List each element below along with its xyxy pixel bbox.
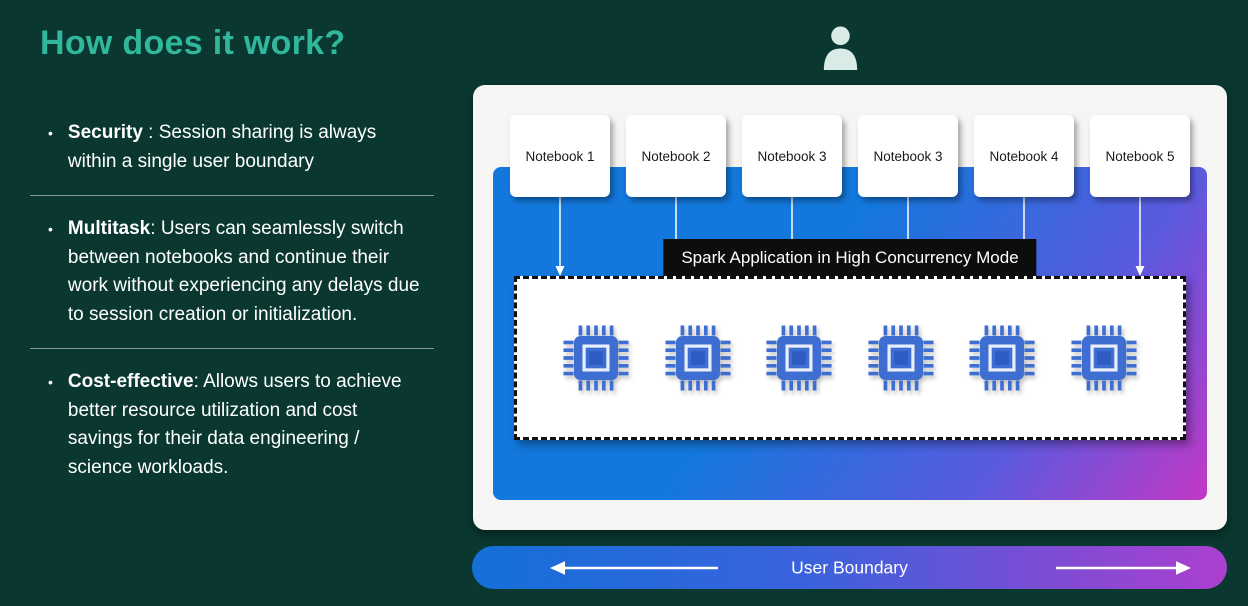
user-boundary-label: User Boundary [791,557,908,577]
diagram-container: Notebook 1 Notebook 2 Notebook 3 Noteboo… [473,85,1227,530]
arrow-right-icon [1056,560,1191,575]
bullet-keyword: Cost-effective [67,371,194,392]
notebook-card: Notebook 1 [510,115,610,197]
bullet-rest: : Allows users to achieve better resourc… [67,371,402,478]
arrow-down-icon [555,197,565,276]
bullet-list: • Security : Session sharing is always w… [30,117,434,488]
notebook-card: Notebook 4 [974,115,1074,197]
bullet-keyword: Multitask [67,218,151,239]
cpu-chip-icon [563,325,629,391]
notebook-card: Notebook 5 [1090,115,1190,197]
cpu-chip-icon [766,325,832,391]
divider [30,348,434,349]
session-box [514,276,1186,440]
cpu-chip-icon [665,325,731,391]
bullet-item: • Multitask: Users can seamlessly switch… [30,213,434,335]
notebook-card: Notebook 2 [626,115,726,197]
bullet-item: • Cost-effective: Allows users to achiev… [30,366,434,488]
bullet-rest: : Session sharing is always within a sin… [67,122,377,172]
notebook-row: Notebook 1 Notebook 2 Notebook 3 Noteboo… [510,115,1190,197]
arrow-left-icon [550,560,718,575]
bullet-marker: • [48,125,53,141]
cpu-chip-icon [1071,325,1137,391]
bullet-text: Cost-effective: Allows users to achieve … [68,368,420,482]
cpu-chip-icon [969,325,1035,391]
bullet-rest: : Users can seamlessly switch between no… [67,218,420,325]
notebook-card: Notebook 3 [858,115,958,197]
notebook-card: Notebook 3 [742,115,842,197]
cpu-chip-icon [868,325,934,391]
left-panel: How does it work? • Security : Session s… [30,24,434,488]
page-title: How does it work? [40,24,346,62]
user-boundary-bar: User Boundary [472,546,1227,589]
user-icon [823,26,858,71]
bullet-marker: • [48,374,53,390]
bullet-item: • Security : Session sharing is always w… [30,117,434,182]
diagram-panel: Notebook 1 Notebook 2 Notebook 3 Noteboo… [472,0,1228,606]
bullet-text: Security : Session sharing is always wit… [68,119,420,176]
bullet-marker: • [48,221,53,237]
bullet-keyword: Security [67,122,143,143]
bullet-text: Multitask: Users can seamlessly switch b… [68,215,420,329]
spark-app-label: Spark Application in High Concurrency Mo… [663,239,1037,276]
divider [30,195,434,196]
arrow-down-icon [1135,197,1145,276]
